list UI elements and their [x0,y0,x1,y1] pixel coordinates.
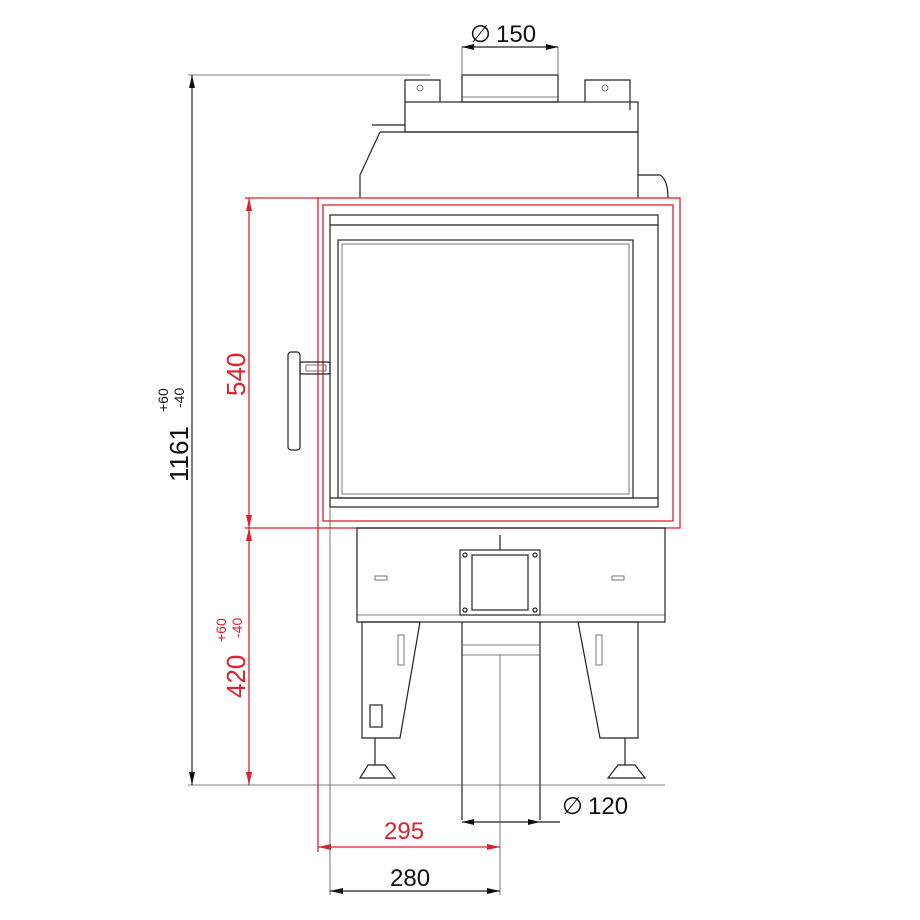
pipe-diameter-label: 120 [588,793,628,820]
base-height-tol-plus: +60 [213,618,229,642]
flue-collar [461,44,559,103]
door-height-label: 540 [221,353,251,396]
right-leg [577,621,647,779]
base-height-label: 420 [221,655,251,698]
pipe-diameter-symbol: ∅ [562,793,583,820]
offset-black-label: 280 [390,865,430,892]
fireplace-upper-body [359,79,669,199]
flue-diameter-label: 150 [496,21,536,48]
offset-black-dimension [329,507,500,895]
base-height-tol-minus: -40 [229,618,245,638]
offset-red-dimension [317,528,501,895]
offset-red-label: 295 [384,818,424,845]
total-height-label: 1161 [164,426,194,482]
door-height-dimension [245,197,318,785]
total-height-tol-minus: -40 [171,388,187,408]
total-height-dimension [188,74,665,786]
door-handle[interactable] [287,351,331,451]
fireplace-lower-body [356,527,666,623]
left-leg [358,621,421,779]
flue-diameter-symbol: ∅ [470,21,491,48]
door-frame [317,197,681,529]
total-height-tol-plus: +60 [155,388,171,412]
outlet-pipe [461,622,560,825]
